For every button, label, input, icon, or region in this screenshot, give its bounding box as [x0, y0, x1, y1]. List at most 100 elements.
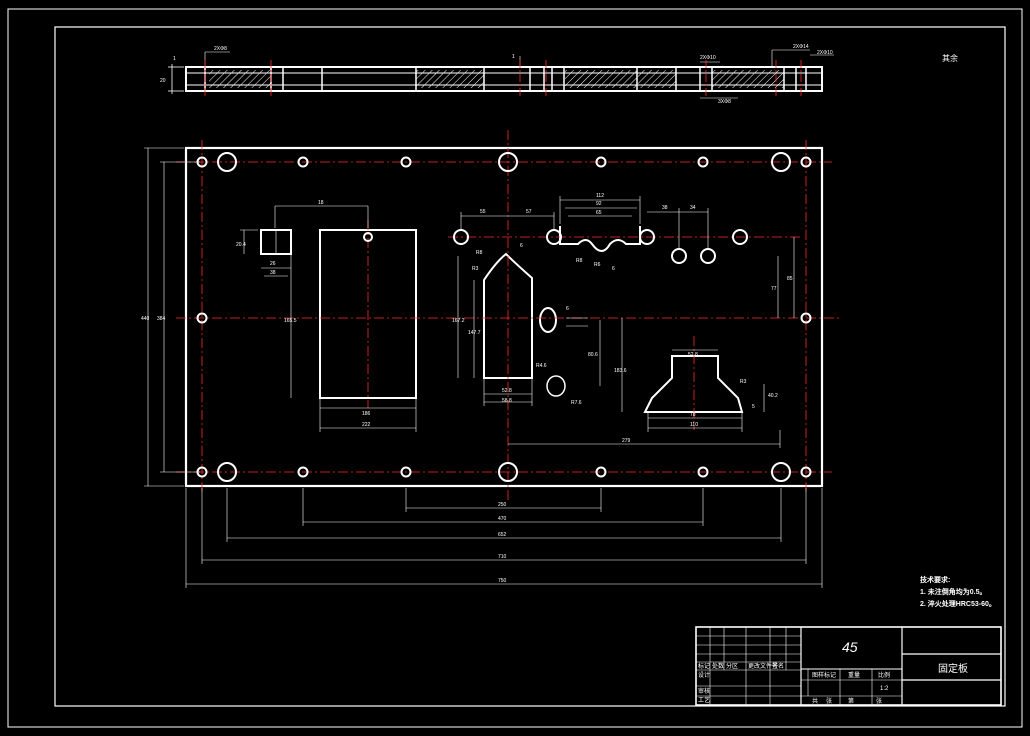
- plan-dims: 440 384 186 222 165.5 18 20.4 26 38 R8 R…: [141, 193, 793, 584]
- hole-small: [697, 466, 709, 478]
- dim-slot-7: R4.6: [536, 363, 547, 369]
- tb-cell-sheet: 张: [876, 697, 882, 705]
- title-block-part-name: 固定板: [938, 662, 968, 675]
- dim-bracket-4: 5: [752, 404, 755, 410]
- tb-cell-number: 第: [848, 697, 854, 705]
- corner-label: 其余: [942, 53, 958, 63]
- tb-cell-change: 更改文件号: [748, 662, 778, 670]
- title-block-scale: 1:2: [880, 686, 889, 692]
- dim-thickness: 20: [160, 78, 166, 84]
- hole-small: [697, 156, 709, 168]
- hole-mid: [700, 248, 716, 264]
- tb-cell-design: 设计: [698, 671, 710, 679]
- dim-bracket-1: 52.8: [688, 352, 698, 358]
- dim-bottom-710: 710: [498, 554, 507, 560]
- dim-span-279: 279: [622, 438, 631, 444]
- dim-side-6: 2XΦ14: [793, 44, 809, 50]
- dim-bracket-6: 110: [690, 422, 698, 428]
- dim-slot-3: 167.2: [452, 318, 465, 324]
- dim-slot-5: 52.8: [502, 388, 512, 394]
- plan-view-outline: [184, 146, 824, 488]
- dim-slot-4: 147.7: [468, 330, 481, 336]
- tb-cell-process: 工艺: [698, 696, 710, 704]
- dim-profile-1: 112: [596, 193, 604, 199]
- tb-cell-check: 审核: [698, 687, 710, 695]
- dim-mid-3: 183.6: [614, 368, 627, 374]
- dim-hole-1: 38: [662, 205, 668, 211]
- tb-cell-mark: 标记: [698, 662, 710, 670]
- hole-small: [297, 156, 309, 168]
- dim-bottom-250: 250: [498, 502, 507, 508]
- dim-profile-5: R6: [594, 262, 601, 268]
- dim-profile-6: 6: [612, 266, 615, 272]
- hole-small: [196, 312, 208, 324]
- hole-small: [297, 466, 309, 478]
- dim-side-3: 1: [512, 54, 515, 60]
- hole-small: [595, 466, 607, 478]
- dim-small-slot-3: 38: [270, 270, 276, 276]
- dim-window-height: 165.5: [284, 318, 297, 324]
- dim-bottom-750: 750: [498, 578, 507, 584]
- outer-border: [7, 8, 1023, 728]
- dim-hole-2: 34: [690, 205, 696, 211]
- hole-small: [800, 312, 812, 324]
- notes-title: 技术要求:: [920, 575, 950, 584]
- tb-cell-sign: 签名: [772, 662, 784, 670]
- tb-cell-total: 共: [812, 697, 818, 705]
- dim-profile-2: 92: [596, 201, 602, 207]
- title-block-material: 45: [842, 639, 858, 655]
- hole-small: [595, 156, 607, 168]
- dim-side-7: 2XΦ10: [817, 50, 833, 56]
- technical-notes: 技术要求: 1. 未注倒角均为0.5。 2. 淬火处理HRC53-60。: [920, 575, 996, 608]
- dim-window-width-outer: 222: [362, 422, 371, 428]
- tb-cell-drawing-mark: 图样标记: [812, 671, 836, 679]
- dim-side-2: 1: [173, 56, 176, 62]
- dim-slot-8: R7.6: [571, 400, 582, 406]
- tb-cell-weight: 重量: [848, 671, 860, 679]
- dim-profile-3: 65: [596, 210, 602, 216]
- dim-bracket-5: 78: [690, 412, 696, 418]
- dim-top-pitch: 18: [318, 200, 324, 206]
- holes: [196, 152, 812, 482]
- dim-window-width: 186: [362, 411, 371, 417]
- hole-mid: [639, 229, 655, 245]
- dim-hole-4: 85: [787, 276, 793, 282]
- tb-cell-count: 处数: [712, 662, 724, 670]
- dim-inner-height: 384: [157, 316, 166, 322]
- dim-offset-2: 57: [526, 209, 532, 215]
- dim-offset-1: 55: [480, 209, 486, 215]
- hole-small: [400, 466, 412, 478]
- title-block-text: 45 固定板 1:2 标记 处数 分区 更改文件号 签名 设计 审核 工艺 图样…: [698, 639, 968, 705]
- inner-border: [54, 26, 1006, 707]
- hole-large: [498, 152, 518, 172]
- notes-line-1: 1. 未注倒角均为0.5。: [920, 587, 987, 596]
- dim-mid-1: 6: [566, 306, 569, 312]
- dim-slot-2: R3: [472, 266, 479, 272]
- dim-slot-1: R8: [476, 250, 483, 256]
- dim-offset-3: 6: [520, 243, 523, 249]
- hole-large: [771, 152, 791, 172]
- dim-bracket-2: R3: [740, 379, 747, 385]
- dim-side-5: 3XΦ8: [718, 99, 731, 105]
- hole-mid: [732, 229, 748, 245]
- notes-line-2: 2. 淬火处理HRC53-60。: [920, 599, 996, 608]
- tb-cell-ratio: 比例: [878, 671, 890, 679]
- hole-large: [771, 462, 791, 482]
- dim-slot-6: 58.8: [502, 398, 512, 404]
- hole-large: [217, 462, 237, 482]
- dim-bracket-3: 40.2: [768, 393, 778, 399]
- side-view: [168, 49, 834, 99]
- dim-hole-3: 77: [771, 286, 777, 292]
- hole-slot: [363, 232, 373, 242]
- dim-bottom-470: 470: [498, 516, 507, 522]
- dim-mid-2: 80.6: [588, 352, 598, 358]
- hole-mid: [671, 248, 687, 264]
- side-view-centerlines: [204, 60, 802, 98]
- dimension-lines: [144, 147, 823, 588]
- side-view-dims: 20 2XΦ8 1 1 2XΦ10 3XΦ8 2XΦ14 2XΦ10: [160, 44, 833, 105]
- dim-bottom-652: 652: [498, 532, 507, 538]
- dim-side-4: 2XΦ10: [700, 55, 716, 61]
- title-block: [695, 626, 1002, 706]
- hole-small: [800, 156, 812, 168]
